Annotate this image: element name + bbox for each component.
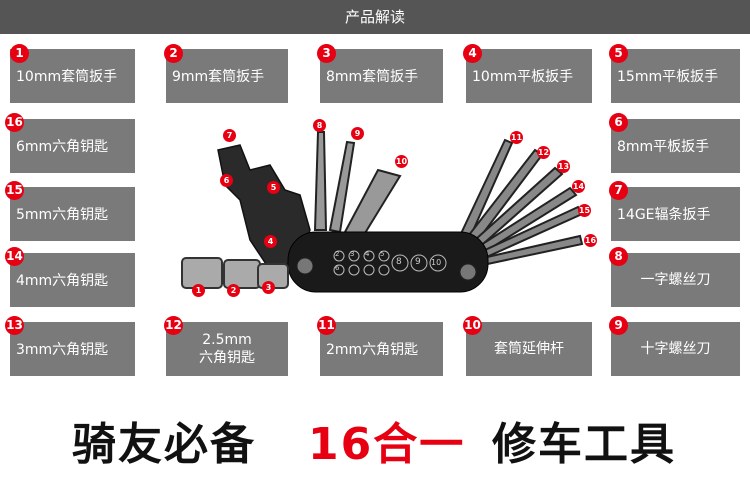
label-8mm-flat-wrench: 8mm平板扳手 <box>611 119 740 173</box>
diagram-num-4: 4 <box>264 235 277 248</box>
diagram-num-1: 1 <box>192 284 205 297</box>
badge-2: 2 <box>164 44 183 63</box>
label-flat-screwdriver: 一字螺丝刀 <box>611 253 740 307</box>
label-15mm-flat-wrench: 15mm平板扳手 <box>611 49 740 103</box>
badge-14: 14 <box>5 247 24 266</box>
badge-7: 7 <box>609 181 628 200</box>
dial-label-6: 6 <box>335 264 340 272</box>
label-10mm-flat-wrench: 10mm平板扳手 <box>466 49 592 103</box>
label-14ge-spoke-wrench: 14GE辐条扳手 <box>611 187 740 241</box>
diagram-num-8: 8 <box>313 119 326 132</box>
badge-1: 1 <box>10 44 29 63</box>
badge-6: 6 <box>609 113 628 132</box>
diagram-num-12: 12 <box>537 146 550 159</box>
badge-12: 12 <box>164 316 183 335</box>
badge-3: 3 <box>317 44 336 63</box>
screwdriver-group <box>313 131 402 240</box>
dial-label-4: 4 <box>365 250 370 258</box>
tool-body <box>287 231 489 293</box>
diagram-num-14: 14 <box>572 180 585 193</box>
dial-label-3: 3 <box>350 250 355 258</box>
diagram-num-9: 9 <box>351 127 364 140</box>
badge-11: 11 <box>317 316 336 335</box>
diagram-num-3: 3 <box>262 281 275 294</box>
label-2-5mm-hex-key: 2.5mm 六角钥匙 <box>166 322 288 376</box>
badge-16: 16 <box>5 113 24 132</box>
diagram-num-5: 5 <box>267 181 280 194</box>
bolt-right <box>459 263 477 281</box>
badge-5: 5 <box>609 44 628 63</box>
label-6mm-hex-key: 6mm六角钥匙 <box>10 119 135 173</box>
diagram-num-10: 10 <box>395 155 408 168</box>
diagram-num-11: 11 <box>510 131 523 144</box>
badge-4: 4 <box>463 44 482 63</box>
label-2mm-hex-key: 2mm六角钥匙 <box>320 322 443 376</box>
slogan-part-2: 16合一 <box>308 419 466 470</box>
diagram-num-2: 2 <box>227 284 240 297</box>
diagram-num-6: 6 <box>220 174 233 187</box>
dial-label-2: 2 <box>335 250 340 258</box>
badge-15: 15 <box>5 181 24 200</box>
page-header: 产品解读 <box>0 0 750 34</box>
badge-10: 10 <box>463 316 482 335</box>
label-phillips-screwdriver: 十字螺丝刀 <box>611 322 740 376</box>
dial-label-5: 5 <box>380 250 385 258</box>
dial-label-9: 9 <box>415 257 421 267</box>
slogan-part-1: 骑友必备 <box>72 419 256 470</box>
diagram-num-13: 13 <box>557 160 570 173</box>
dial-label-10: 10 <box>431 258 442 267</box>
diagram-num-15: 15 <box>578 204 591 217</box>
flat-wrench-shape <box>217 144 311 271</box>
badge-8: 8 <box>609 247 628 266</box>
slogan-part-3: 修车工具 <box>492 419 676 470</box>
label-5mm-hex-key: 5mm六角钥匙 <box>10 187 135 241</box>
label-8mm-socket: 8mm套筒扳手 <box>320 49 443 103</box>
dial-label-8: 8 <box>396 257 402 267</box>
diagram-num-16: 16 <box>584 234 597 247</box>
label-9mm-socket: 9mm套筒扳手 <box>166 49 288 103</box>
label-3mm-hex-key: 3mm六角钥匙 <box>10 322 135 376</box>
diagram-num-7: 7 <box>223 129 236 142</box>
label-socket-extension: 套筒延伸杆 <box>466 322 592 376</box>
label-10mm-socket: 10mm套筒扳手 <box>10 49 135 103</box>
badge-9: 9 <box>609 316 628 335</box>
header-title: 产品解读 <box>344 8 405 26</box>
hex-key-fan <box>456 138 584 268</box>
badge-13: 13 <box>5 316 24 335</box>
bolt-left <box>296 257 314 275</box>
label-4mm-hex-key: 4mm六角钥匙 <box>10 253 135 307</box>
